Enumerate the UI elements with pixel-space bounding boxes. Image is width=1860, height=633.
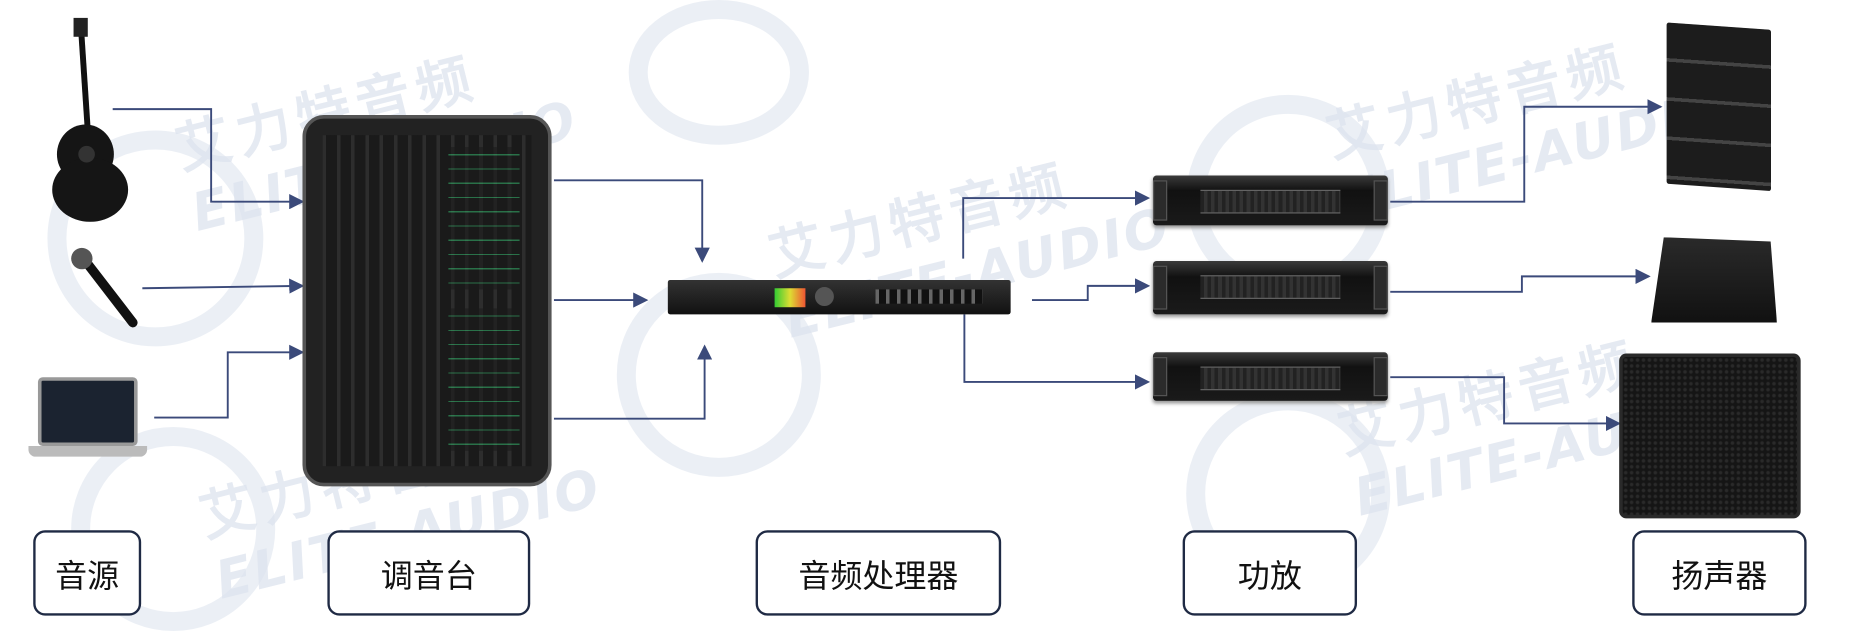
stage-label-mixer: 调音台: [327, 530, 531, 616]
arrow-processor-to-amp-2: [1031, 278, 1151, 302]
power-amplifier-icon: [1152, 352, 1388, 401]
arrow-mixer-to-processor-1: [553, 179, 710, 263]
arrow-laptop-to-mixer: [154, 344, 305, 419]
arrow-amp-to-subwoofer: [1390, 376, 1622, 432]
subwoofer-speaker-icon: [1619, 353, 1801, 519]
microphone-icon: [71, 247, 138, 328]
stage-label-source: 音源: [33, 530, 142, 616]
audio-processor-icon: [667, 279, 1011, 315]
laptop-icon: [37, 377, 138, 447]
line-array-speaker-icon: [1666, 22, 1771, 192]
arrow-amp-to-line-array: [1390, 99, 1663, 203]
arrow-processor-to-amp-3: [963, 314, 1151, 390]
arrow-processor-to-amp-1: [962, 190, 1151, 259]
mixer-console-icon: [302, 115, 552, 487]
guitar-icon: [52, 17, 129, 222]
stage-label-processor: 音频处理器: [755, 530, 1002, 616]
arrow-mixer-to-processor-3: [553, 344, 713, 420]
power-amplifier-icon: [1152, 260, 1388, 315]
stage-label-amplifier: 功放: [1182, 530, 1358, 616]
arrow-guitar-to-mixer: [112, 108, 305, 210]
power-amplifier-icon: [1152, 175, 1388, 226]
stage-monitor-speaker-icon: [1651, 237, 1777, 323]
laptop-base: [28, 446, 148, 457]
arrow-amp-to-monitor: [1390, 268, 1651, 293]
arrow-mic-to-mixer: [142, 278, 305, 294]
stage-label-speaker: 扬声器: [1632, 530, 1807, 616]
